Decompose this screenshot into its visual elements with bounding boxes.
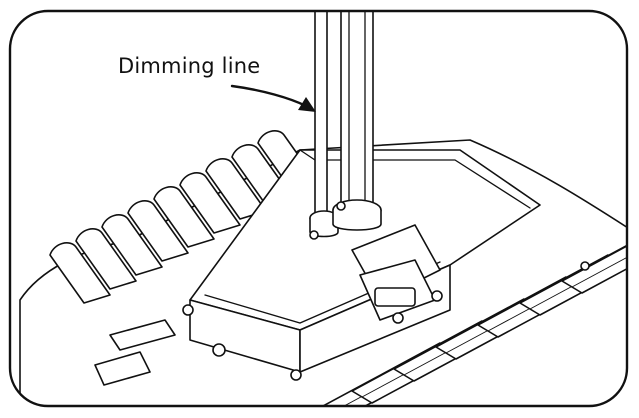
dimming-line-label: Dimming line	[116, 54, 263, 78]
cooling-fin	[153, 186, 215, 248]
screws	[182, 261, 590, 381]
cooling-fins-left	[49, 130, 319, 304]
figure-border	[8, 9, 629, 408]
cooling-fin	[75, 228, 137, 290]
fin-edge	[571, 216, 627, 288]
cooling-fin	[101, 214, 163, 276]
access-door	[351, 224, 443, 324]
cooling-fin	[179, 172, 241, 234]
left-foot	[94, 351, 151, 386]
callout-arrow	[230, 84, 316, 112]
dimming-line-tube	[309, 11, 339, 240]
cooling-fins-right	[309, 210, 627, 406]
cooling-fin	[49, 242, 111, 304]
pole-tenon	[332, 11, 382, 231]
cooling-fin	[127, 200, 189, 262]
left-latch	[109, 319, 176, 351]
